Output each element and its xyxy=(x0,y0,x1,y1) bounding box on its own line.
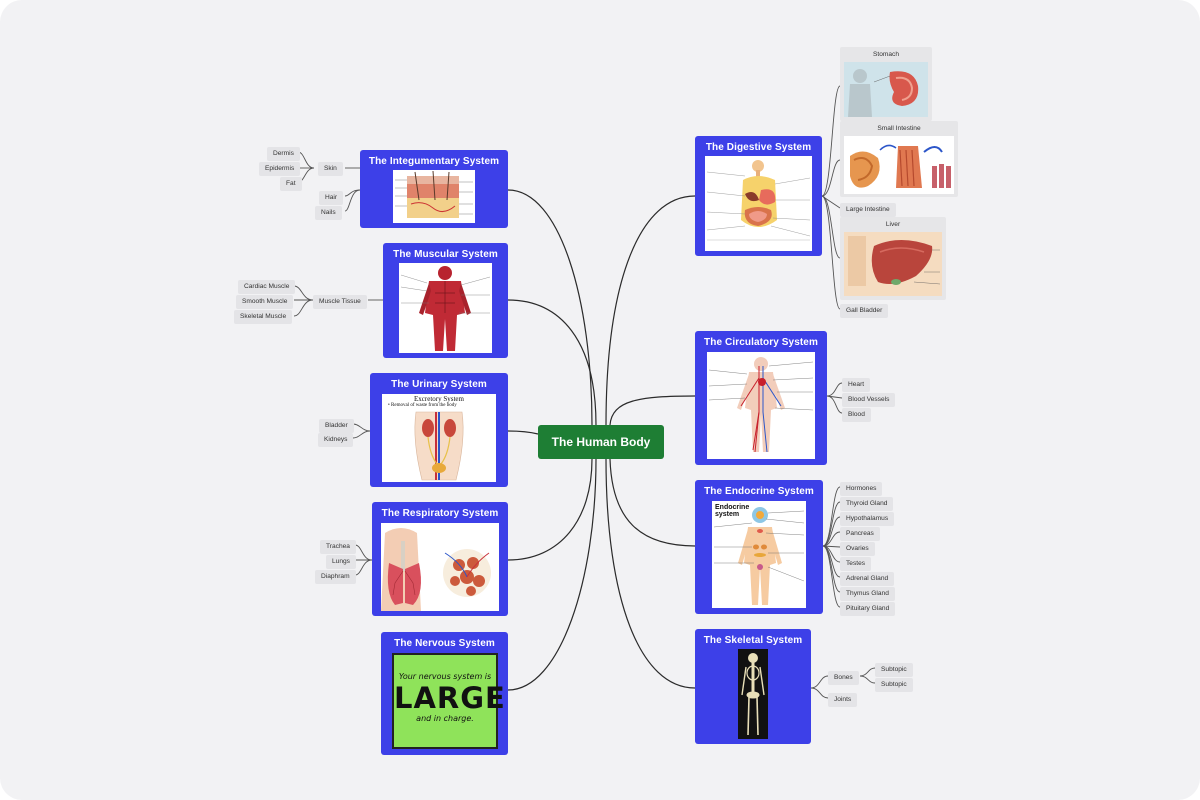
subtopic-adrenal-gland[interactable]: Adrenal Gland xyxy=(840,572,895,586)
subtopic-pituitary-gland[interactable]: Pituitary Gland xyxy=(840,602,896,616)
subtopic-blood[interactable]: Blood xyxy=(842,408,871,422)
link-muscular xyxy=(507,299,597,426)
link-endocrine xyxy=(609,458,696,547)
subtopic-lungs[interactable]: Lungs xyxy=(326,555,356,569)
topic-nervous[interactable]: The Nervous System Your nervous system i… xyxy=(381,632,508,755)
subtopic-hormones[interactable]: Hormones xyxy=(840,482,883,496)
subtopic-skin[interactable]: Skin xyxy=(318,162,343,176)
subtopic-gall-bladder[interactable]: Gall Bladder xyxy=(840,304,889,318)
subtopic-kidneys[interactable]: Kidneys xyxy=(318,433,354,447)
muscle-figure-image xyxy=(399,263,492,353)
subtopic-smooth-muscle[interactable]: Smooth Muscle xyxy=(236,295,294,309)
endocrine-diagram-image: Endocrine system xyxy=(712,501,806,608)
small-intestine-image-node[interactable]: Small Intestine xyxy=(840,121,958,197)
lungs-diagram-image xyxy=(381,523,499,611)
link-integumentary xyxy=(507,189,593,426)
topic-muscular[interactable]: The Muscular System xyxy=(383,243,508,358)
link-skeletal xyxy=(605,458,696,689)
circulatory-diagram-image xyxy=(707,352,815,459)
liver-caption: Liver xyxy=(885,221,901,228)
subtopic-muscle-tissue[interactable]: Muscle Tissue xyxy=(313,295,367,309)
subtopic-cardiac-muscle[interactable]: Cardiac Muscle xyxy=(238,280,296,294)
root-topic[interactable]: The Human Body xyxy=(538,425,664,459)
link-digestive xyxy=(605,195,696,426)
subtopic-dermis[interactable]: Dermis xyxy=(267,147,300,161)
poster-line-3: and in charge. xyxy=(416,714,474,723)
stomach-caption: Stomach xyxy=(872,51,900,58)
subtopic-bones[interactable]: Bones xyxy=(828,671,859,685)
topic-respiratory[interactable]: The Respiratory System xyxy=(372,502,508,616)
stomach-image-node[interactable]: Stomach xyxy=(840,47,932,121)
subtopic-skeletal-muscle[interactable]: Skeletal Muscle xyxy=(234,310,293,324)
topic-skeletal[interactable]: The Skeletal System xyxy=(695,629,811,744)
topic-title: The Nervous System xyxy=(394,638,495,649)
subtopic-trachea[interactable]: Trachea xyxy=(320,540,356,554)
subtopic-joints[interactable]: Joints xyxy=(828,693,858,707)
nervous-system-poster: Your nervous system is LARGE and in char… xyxy=(392,653,506,749)
topic-integumentary[interactable]: The Integumentary System xyxy=(360,150,508,228)
topic-digestive[interactable]: The Digestive System xyxy=(695,136,822,256)
excretory-system-image: Excretory System • Removal of waste from… xyxy=(382,394,496,482)
small-intestine-image xyxy=(844,136,954,194)
liver-image-node[interactable]: Liver xyxy=(840,217,946,300)
figure-title: Excretory System xyxy=(414,395,464,403)
topic-title: The Urinary System xyxy=(391,379,487,390)
figure-title: Endocrine system xyxy=(715,504,750,518)
subtopic-diaphram[interactable]: Diaphram xyxy=(315,570,356,584)
small-intestine-caption: Small Intestine xyxy=(877,125,921,132)
digestive-diagram-image xyxy=(705,156,812,251)
subtopic-bladder[interactable]: Bladder xyxy=(319,419,354,433)
topic-title: The Respiratory System xyxy=(381,508,499,519)
subtopic-thymus-gland[interactable]: Thymus Gland xyxy=(840,587,895,601)
topic-title: The Integumentary System xyxy=(368,156,500,167)
topic-title: The Endocrine System xyxy=(704,486,814,497)
poster-line-1: Your nervous system is xyxy=(398,672,492,681)
liver-image xyxy=(844,232,942,296)
subtopic-blood-vessels[interactable]: Blood Vessels xyxy=(842,393,896,407)
subtopic-epidermis[interactable]: Epidermis xyxy=(259,162,301,176)
figure-bullet: • Removal of waste from the body xyxy=(388,403,457,408)
poster-big-word: LARGE xyxy=(394,681,506,715)
topic-title: The Circulatory System xyxy=(704,337,818,348)
skin-diagram-image xyxy=(393,170,475,223)
subtopic-hypothalamus[interactable]: Hypothalamus xyxy=(840,512,895,526)
topic-circulatory[interactable]: The Circulatory System xyxy=(695,331,827,465)
subtopic-thyroid-gland[interactable]: Thyroid Gland xyxy=(840,497,894,511)
topic-endocrine[interactable]: The Endocrine System Endocrine system xyxy=(695,480,823,614)
stomach-image xyxy=(844,62,928,117)
subtopic-subtopic-2[interactable]: Subtopic xyxy=(875,678,913,692)
subtopic-subtopic-1[interactable]: Subtopic xyxy=(875,663,913,677)
link-respiratory xyxy=(507,458,593,561)
subtopic-fat[interactable]: Fat xyxy=(280,177,302,191)
topic-urinary[interactable]: The Urinary System Excretory System • Re… xyxy=(370,373,508,487)
link-nervous xyxy=(507,458,597,691)
topic-title: The Skeletal System xyxy=(703,635,803,646)
subtopic-heart[interactable]: Heart xyxy=(842,378,871,392)
subtopic-hair[interactable]: Hair xyxy=(319,191,344,205)
subtopic-testes[interactable]: Testes xyxy=(840,557,872,571)
subtopic-nails[interactable]: Nails xyxy=(315,206,342,220)
link-circulatory xyxy=(609,395,696,426)
topic-title: The Muscular System xyxy=(393,249,498,260)
skeleton-image xyxy=(738,649,768,739)
link-urinary xyxy=(507,430,539,435)
subtopic-large-intestine[interactable]: Large Intestine xyxy=(840,203,896,217)
subtopic-pancreas[interactable]: Pancreas xyxy=(840,527,880,541)
subtopic-ovaries[interactable]: Ovaries xyxy=(840,542,875,556)
figure-bullet-text: Removal of waste from the body xyxy=(391,403,457,408)
topic-title: The Digestive System xyxy=(705,142,812,153)
